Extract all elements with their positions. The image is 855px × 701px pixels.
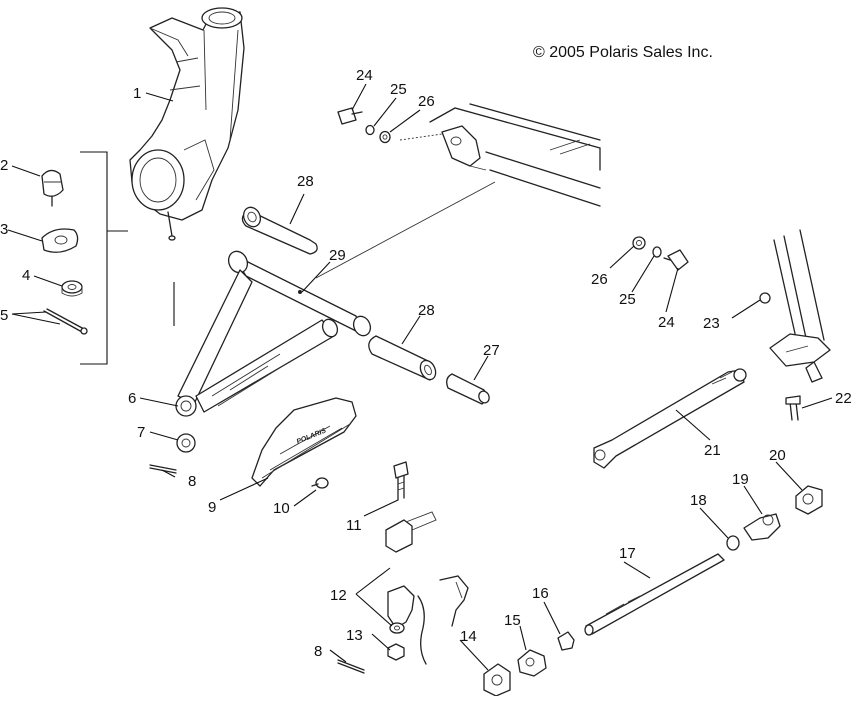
callout-26-right: 26 [591,271,608,288]
guard-screw-part [311,477,329,489]
plate-part [41,228,79,253]
bolt-top-part [337,107,363,125]
nut-part [61,280,83,297]
callout-23: 23 [703,315,720,332]
jam-nut-18-part [726,535,740,551]
callout-25-right: 25 [619,291,636,308]
callout-5: 5 [0,307,8,324]
callout-14: 14 [460,628,477,645]
washer-26-right-part [632,236,646,250]
callout-21: 21 [704,442,721,459]
callout-4: 4 [22,267,30,284]
callout-24-right: 24 [658,314,675,331]
callout-8-upper: 8 [188,473,196,490]
alignment-line [315,181,496,279]
pin-upper-part [149,464,177,474]
callout-1: 1 [133,85,141,102]
frame-part [399,103,601,207]
callout-20: 20 [769,447,786,464]
lock-washer-25-right-part [652,246,662,258]
rod-end-14-part [483,663,511,697]
callout-28-lower: 28 [418,302,435,319]
nut-13-part [387,643,405,661]
washer-top-part [379,130,391,144]
lock-washer-top-part [365,124,375,136]
kit-bracket [80,151,175,365]
tie-rod-21-part [593,368,747,469]
callout-17: 17 [619,545,636,562]
bolt-24-right-part [663,249,689,271]
steering-arm-part [387,575,469,665]
callout-11: 11 [346,517,362,534]
callout-8-lower: 8 [314,643,322,660]
copyright-notice: © 2005 Polaris Sales Inc. [533,44,713,61]
callout-26-top: 26 [418,93,435,110]
bolt-22-part [785,395,801,421]
a-arm-guard-part: POLARIS [251,397,357,487]
jam-nut-16-part [557,631,575,651]
callout-15: 15 [504,612,521,629]
bushing-lower-part [368,335,437,381]
callout-7: 7 [137,424,145,441]
pivot-tube-part [446,373,490,405]
rod-end-20-part [795,485,823,515]
callout-24-top: 24 [356,67,373,84]
rod-end-19-part [743,513,781,541]
callout-29: 29 [329,247,346,264]
callout-28-upper: 28 [297,173,314,190]
callout-16: 16 [532,585,549,602]
ball-joint-part [41,169,64,207]
spindle-part [129,7,245,241]
callout-12: 12 [330,587,347,604]
callout-2: 2 [0,157,8,174]
callout-labels: 1 2 3 4 5 6 7 8 9 10 11 12 13 8 14 15 16… [0,67,852,660]
washer-12-part [389,622,405,634]
clamp-part [385,511,437,553]
jam-nut-15-part [517,649,547,677]
pin-lower-part [337,659,365,674]
clamp-bolt-part [393,461,409,501]
a-arm-grease-fitting [298,290,302,294]
callout-13: 13 [346,627,363,644]
callout-18: 18 [690,492,707,509]
nut-23-part [759,292,771,304]
callout-6: 6 [128,390,136,407]
callout-27: 27 [483,342,500,359]
callout-10: 10 [273,500,290,517]
bushing-small-part [176,433,196,453]
leader-lines [7,83,833,671]
callout-3: 3 [0,221,8,238]
bushing-upper-part [241,206,318,255]
callout-22: 22 [835,390,852,407]
callout-25-top: 25 [390,81,407,98]
tie-rod-17-part [584,553,725,636]
callout-19: 19 [732,471,749,488]
steering-post-part [769,229,831,383]
cotter-pin-part [43,308,88,335]
a-arm-part [175,250,372,417]
callout-9: 9 [208,499,216,516]
